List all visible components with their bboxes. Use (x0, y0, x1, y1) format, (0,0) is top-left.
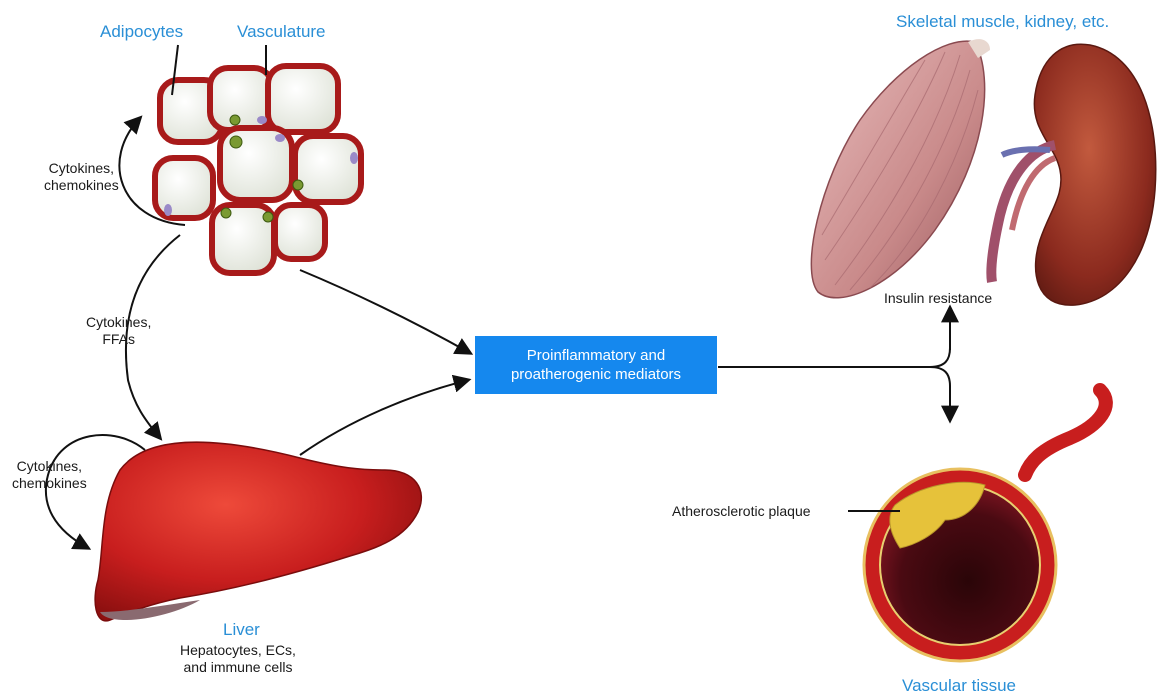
mediators-line1: Proinflammatory and (527, 346, 665, 365)
liver-cells-line2: and immune cells (180, 659, 296, 676)
cytokines-chemokines-top-label: Cytokines, chemokines (44, 160, 119, 194)
cytokines-ffas-line1: Cytokines, (86, 314, 151, 331)
liver-illustration (95, 442, 421, 621)
arrow-liver-to-mediators (300, 380, 468, 455)
cytokines-ffas-line2: FFAs (86, 331, 151, 348)
insulin-resistance-label: Insulin resistance (884, 290, 992, 307)
adipocytes-label: Adipocytes (100, 22, 183, 42)
arrow-to-vascular-tissue (930, 367, 950, 420)
vascular-tissue-illustration (864, 390, 1106, 661)
mediators-line2: proatherogenic mediators (511, 365, 681, 384)
arrow-adipose-to-mediators (300, 270, 470, 353)
liver-cells-line1: Hepatocytes, ECs, (180, 642, 296, 659)
skeletal-muscle-illustration (811, 39, 990, 298)
skeletal-muscle-kidney-label: Skeletal muscle, kidney, etc. (896, 12, 1109, 32)
cytokines-chemokines-liver-label: Cytokines, chemokines (12, 458, 87, 492)
liver-label: Liver (223, 620, 260, 640)
cytokines-ffas-label: Cytokines, FFAs (86, 314, 151, 348)
mediators-box: Proinflammatory and proatherogenic media… (475, 336, 717, 394)
liver-cells-label: Hepatocytes, ECs, and immune cells (180, 642, 296, 676)
kidney-illustration (991, 44, 1155, 305)
cytokines-chemokines-liver-line1: Cytokines, (12, 458, 87, 475)
atherosclerotic-plaque-label: Atherosclerotic plaque (672, 503, 811, 520)
cytokines-chemokines-top-line1: Cytokines, (44, 160, 119, 177)
vascular-tissue-label: Vascular tissue (902, 676, 1016, 696)
cytokines-chemokines-top-line2: chemokines (44, 177, 119, 194)
vasculature-label: Vasculature (237, 22, 326, 42)
adipose-tissue-illustration (155, 65, 370, 280)
connector-mediators-out (718, 348, 950, 367)
cytokines-chemokines-liver-line2: chemokines (12, 475, 87, 492)
